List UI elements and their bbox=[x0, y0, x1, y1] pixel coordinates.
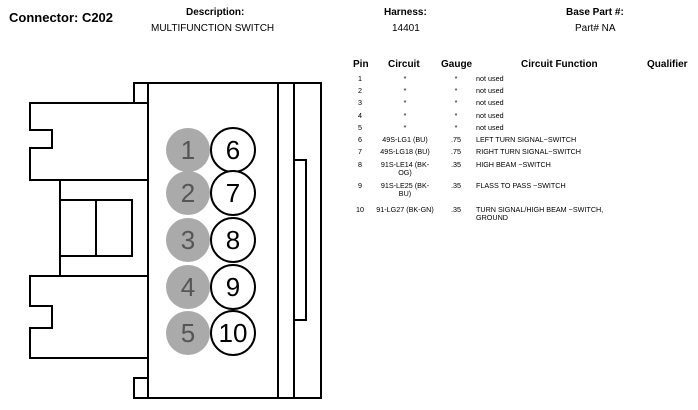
housing-bottom-lip bbox=[133, 377, 148, 399]
pin-number-label: 5 bbox=[181, 318, 195, 348]
table-cell-pin: 8 bbox=[358, 160, 362, 169]
harness-value: 14401 bbox=[392, 23, 420, 34]
table-cell-pin: 7 bbox=[358, 147, 362, 156]
pin-circle bbox=[166, 265, 210, 309]
table-cell-gauge: .35 bbox=[451, 160, 461, 169]
table-cell-circuit: 91S-LE25 (BK-BU) bbox=[380, 181, 430, 198]
column-header-circuit: Circuit bbox=[388, 59, 420, 70]
pin-number-label: 4 bbox=[181, 272, 195, 302]
table-cell-pin: 9 bbox=[358, 181, 362, 190]
table-cell-function: not used bbox=[476, 123, 504, 132]
pin-circle bbox=[210, 310, 256, 356]
pin-5: 5 bbox=[166, 311, 210, 355]
pin-circle bbox=[166, 171, 210, 215]
connector-title: Connector: C202 bbox=[9, 10, 114, 25]
base-part-label: Base Part #: bbox=[566, 7, 624, 18]
pin-4: 4 bbox=[166, 265, 210, 309]
table-cell-function: not used bbox=[476, 98, 504, 107]
housing-left-latch bbox=[29, 102, 148, 359]
pin-number-label: 7 bbox=[226, 178, 240, 208]
base-part-value: Part# NA bbox=[575, 23, 616, 34]
table-cell-pin: 5 bbox=[358, 123, 362, 132]
table-cell-pin: 10 bbox=[356, 205, 364, 214]
table-cell-function: RIGHT TURN SIGNAL~SWITCH bbox=[476, 147, 581, 156]
table-cell-circuit: * bbox=[403, 74, 407, 83]
table-cell-circuit: 49S-LG1 (BU) bbox=[382, 135, 428, 144]
description-label: Description: bbox=[186, 7, 245, 18]
pin-cavities: 1 2 3 4 5 6 7 8 9 10 bbox=[166, 127, 256, 356]
table-cell-gauge: * bbox=[454, 111, 458, 120]
harness-label: Harness: bbox=[384, 7, 427, 18]
table-cell-function: TURN SIGNAL/HIGH BEAM ~SWITCH, GROUND bbox=[476, 205, 604, 222]
table-cell-pin: 2 bbox=[358, 86, 362, 95]
table-cell-pin: 6 bbox=[358, 135, 362, 144]
pin-circle bbox=[166, 218, 210, 262]
pin-number-label: 6 bbox=[226, 135, 240, 165]
table-cell-circuit: 91S-LE14 (BK-OG) bbox=[380, 160, 430, 177]
table-cell-gauge: * bbox=[454, 123, 458, 132]
column-header-gauge: Gauge bbox=[441, 59, 473, 70]
table-cell-function: FLASS TO PASS ~SWITCH bbox=[476, 181, 566, 190]
pin-circle bbox=[210, 170, 256, 216]
table-cell-circuit: 91-LG27 (BK-GN) bbox=[376, 205, 434, 214]
pin-3: 3 bbox=[166, 218, 210, 262]
pin-7: 7 bbox=[210, 170, 256, 216]
pin-6: 6 bbox=[210, 127, 256, 173]
description-value: MULTIFUNCTION SWITCH bbox=[151, 23, 275, 34]
table-cell-pin: 4 bbox=[358, 111, 362, 120]
pin-number-label: 2 bbox=[181, 178, 195, 208]
table-cell-circuit: 49S-LG18 (BU) bbox=[380, 147, 430, 156]
table-cell-gauge: * bbox=[454, 98, 458, 107]
table-cell-function: not used bbox=[476, 86, 504, 95]
pin-number-label: 10 bbox=[219, 318, 248, 348]
table-cell-gauge: .35 bbox=[451, 181, 461, 190]
pin-2: 2 bbox=[166, 171, 210, 215]
table-cell-pin: 3 bbox=[358, 98, 362, 107]
column-header-qualifier: Qualifier bbox=[647, 59, 688, 70]
pin-number-label: 1 bbox=[181, 135, 195, 165]
pin-9: 9 bbox=[210, 264, 256, 310]
table-cell-gauge: * bbox=[454, 86, 458, 95]
pin-1: 1 bbox=[166, 128, 210, 172]
pin-number-label: 8 bbox=[226, 225, 240, 255]
table-cell-circuit: * bbox=[403, 123, 407, 132]
column-header-circuit-function: Circuit Function bbox=[521, 59, 598, 70]
table-cell-circuit: * bbox=[403, 98, 407, 107]
table-cell-gauge: .75 bbox=[451, 135, 461, 144]
housing-body bbox=[147, 82, 322, 399]
pin-circle bbox=[210, 264, 256, 310]
connector-housing bbox=[29, 82, 322, 399]
table-cell-pin: 1 bbox=[358, 74, 362, 83]
table-cell-function: HIGH BEAM ~SWITCH bbox=[476, 160, 551, 169]
table-cell-gauge: .35 bbox=[451, 205, 461, 214]
table-cell-function: not used bbox=[476, 74, 504, 83]
table-cell-circuit: * bbox=[403, 86, 407, 95]
table-cell-function: LEFT TURN SIGNAL~SWITCH bbox=[476, 135, 577, 144]
pin-number-label: 3 bbox=[181, 225, 195, 255]
pin-number-label: 9 bbox=[226, 272, 240, 302]
table-cell-circuit: * bbox=[403, 111, 407, 120]
pin-10: 10 bbox=[210, 310, 256, 356]
table-cell-function: not used bbox=[476, 111, 504, 120]
pin-8: 8 bbox=[210, 217, 256, 263]
table-cell-gauge: .75 bbox=[451, 147, 461, 156]
key-notch bbox=[294, 159, 307, 321]
pin-circle bbox=[210, 217, 256, 263]
column-header-pin: Pin bbox=[353, 59, 369, 70]
pin-circle bbox=[166, 311, 210, 355]
table-cell-gauge: * bbox=[454, 74, 458, 83]
pin-circle bbox=[166, 128, 210, 172]
